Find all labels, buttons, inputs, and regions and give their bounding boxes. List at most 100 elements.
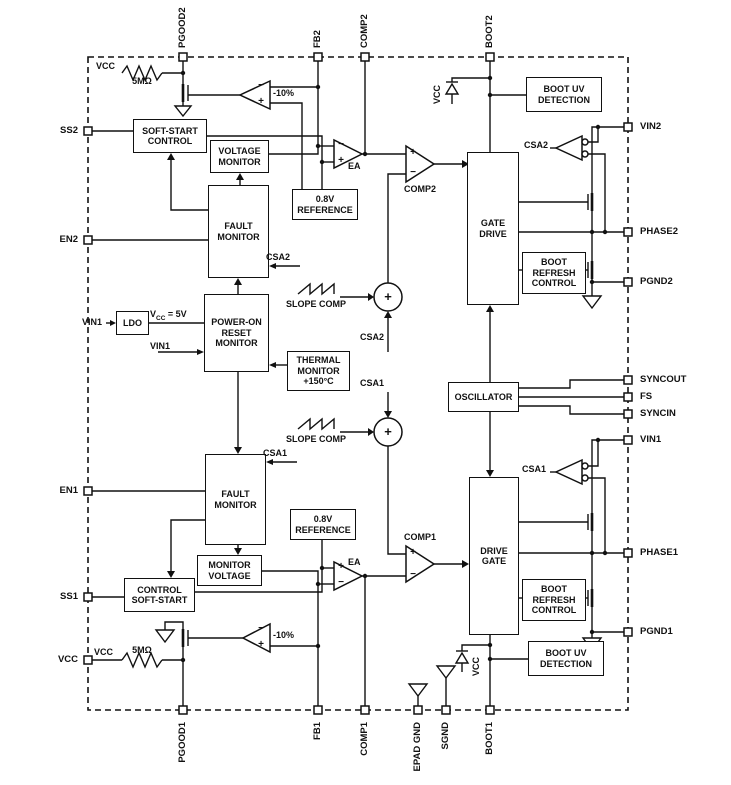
mosfet-icon-ch2-high	[587, 193, 594, 211]
label-minus10-top: -10%	[273, 88, 295, 98]
ground-icon-sgnd	[435, 665, 457, 680]
mosfet-icon-ch1-high	[587, 513, 594, 531]
pin-label-vcc-left: VCC	[57, 654, 78, 665]
ground-icon-pgood1	[154, 629, 176, 644]
block-boot-refresh-control-1: BOOT REFRESH CONTROL	[522, 579, 586, 621]
label-ea-1: EA	[348, 557, 361, 567]
pin-label-sgnd: SGND	[440, 722, 451, 750]
label-vcc-bottom: VCC	[94, 647, 114, 657]
pin-label-fs: FS	[640, 391, 653, 402]
pgood1-comparator-plus: +	[258, 639, 264, 650]
error-amp-1	[333, 560, 364, 592]
block-fault-monitor-2: FAULT MONITOR	[208, 185, 269, 278]
pin-label-epad-gnd: EPAD GND	[412, 722, 423, 772]
ic-boundary	[87, 56, 629, 711]
label-csa1-amp: CSA1	[521, 464, 546, 474]
block-reference-2: 0.8V REFERENCE	[292, 189, 358, 220]
vcc-5v-sub: CC	[156, 314, 166, 322]
sawtooth-icon-1	[297, 417, 335, 431]
pin-label-comp1: COMP1	[359, 722, 370, 756]
diode-icon-boot2	[444, 81, 460, 95]
mosfet-icon-pgood2	[181, 84, 189, 102]
pgood2-comparator-plus: +	[258, 96, 264, 107]
label-minus10-bottom: -10%	[273, 630, 295, 640]
block-power-on-reset-monitor: POWER-ON RESET MONITOR	[204, 294, 269, 372]
resistor-icon-top	[121, 64, 163, 82]
pwm-comparator-2	[405, 144, 436, 184]
ground-icon-epad	[407, 683, 429, 698]
ea1-plus: +	[338, 561, 344, 572]
csa1-amp	[554, 458, 583, 486]
mosfet-icon-pgood1	[181, 629, 189, 647]
label-comp1: COMP1	[403, 532, 436, 542]
comp1-plus: +	[410, 547, 416, 558]
comp2-minus: −	[410, 167, 416, 178]
label-vcc-diode-2: VCC	[432, 84, 442, 104]
ea1-minus: −	[338, 577, 344, 588]
comp1-minus: −	[410, 569, 416, 580]
label-csa1-sum: CSA1	[359, 378, 384, 388]
ground-icon-pgnd2	[581, 295, 603, 310]
label-comp2: COMP2	[403, 184, 436, 194]
vcc-5v-base: V	[150, 309, 157, 319]
pin-label-fb2: FB2	[312, 30, 323, 48]
amps	[238, 79, 589, 654]
pin-label-en1: EN1	[59, 485, 78, 496]
pgood2-comparator-minus: −	[258, 80, 264, 91]
label-csa2-sum: CSA2	[359, 332, 384, 342]
pin-label-syncout: SYNCOUT	[640, 374, 687, 385]
label-slope-comp-2: SLOPE COMP	[285, 299, 346, 309]
resistor-icon-bottom	[121, 651, 163, 669]
vcc-5v-eq: = 5V	[165, 309, 187, 319]
pin-label-ss1: SS1	[60, 591, 78, 602]
block-control-soft-start-1: CONTROL SOFT-START	[124, 578, 195, 612]
pin-label-phase1: PHASE1	[640, 547, 679, 558]
label-csa2-amp: CSA2	[523, 140, 548, 150]
pgood2-comparator	[238, 79, 271, 111]
pwm-comparator-1	[405, 544, 436, 584]
pin-label-syncin: SYNCIN	[640, 408, 676, 419]
ground-icon-pgood2	[173, 105, 193, 118]
mosfet-icon-ch1-low	[587, 589, 594, 607]
ea2-plus: +	[338, 155, 344, 166]
error-amp-2	[333, 138, 364, 170]
label-vcc-5v: VCC = 5V	[150, 309, 187, 324]
block-boot-uv-detection-2: BOOT UV DETECTION	[526, 77, 602, 112]
label-slope-comp-1: SLOPE COMP	[285, 434, 346, 444]
summing-2-plus: +	[384, 289, 392, 304]
wires	[92, 57, 624, 710]
pin-label-fb1: FB1	[312, 722, 323, 740]
pgood1-comparator-minus: −	[258, 623, 264, 634]
label-csa2-fault: CSA2	[266, 252, 291, 262]
pin-label-pgood2: PGOOD2	[177, 7, 188, 48]
label-vcc-diode-1: VCC	[471, 656, 481, 676]
mosfet-icon-ch2-low	[587, 261, 594, 279]
pin-squares	[83, 52, 633, 715]
label-5mohm-top: 5MΩ	[132, 76, 152, 86]
block-boot-uv-detection-1: BOOT UV DETECTION	[528, 641, 604, 676]
block-thermal-monitor: THERMAL MONITOR +150°C	[287, 351, 350, 391]
diode-icon-boot1	[454, 650, 470, 664]
block-gate-drive-2: GATE DRIVE	[467, 152, 519, 305]
pgood1-comparator	[241, 622, 271, 654]
pin-label-pgnd2: PGND2	[640, 276, 673, 287]
summing-1-plus: +	[384, 424, 392, 439]
junction-dots	[180, 70, 608, 663]
pin-label-pgood1: PGOOD1	[177, 722, 188, 763]
pin-label-ss2: SS2	[60, 125, 78, 136]
block-soft-start-control-2: SOFT-START CONTROL	[133, 119, 207, 153]
pin-label-boot1: BOOT1	[484, 722, 495, 755]
arrowheads	[110, 153, 494, 578]
label-ea-2: EA	[348, 161, 361, 171]
csa2-amp	[554, 134, 583, 162]
label-vin1-ldo: VIN1	[82, 317, 103, 327]
pin-label-phase2: PHASE2	[640, 226, 679, 237]
sawtooth-icon-2	[297, 282, 335, 296]
block-reference-1: 0.8V REFERENCE	[290, 509, 356, 540]
pin-label-vin1-right: VIN1	[640, 434, 662, 445]
block-oscillator: OSCILLATOR	[448, 382, 519, 412]
pin-label-pgnd1: PGND1	[640, 626, 673, 637]
label-vcc-top: VCC	[96, 61, 116, 71]
